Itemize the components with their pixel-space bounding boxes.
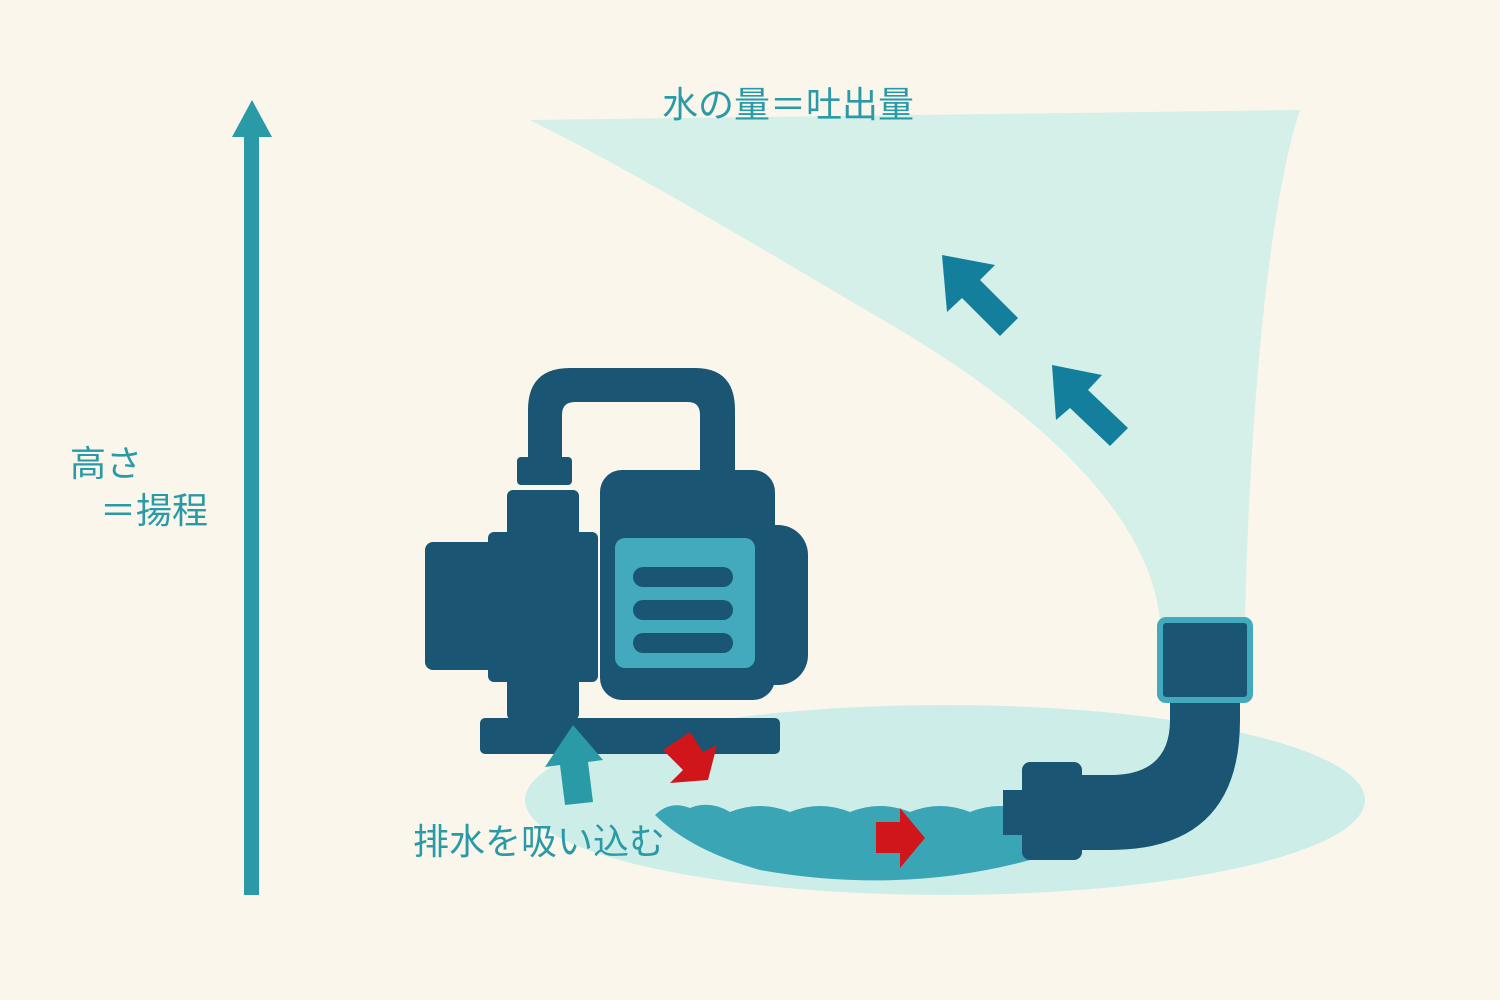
discharge-plume <box>530 110 1300 620</box>
suction-label: 排水を吸い込む <box>413 822 666 863</box>
height-label-line2: ＝揚程 <box>100 491 209 532</box>
red-arrow-right <box>876 808 925 868</box>
height-arrow <box>232 100 272 895</box>
pump-icon <box>425 368 808 754</box>
height-label-line1: 高さ <box>70 444 143 485</box>
suction-hose-icon <box>1003 617 1253 860</box>
flow-arrow-lower <box>1052 365 1128 446</box>
water-surface <box>655 804 1030 881</box>
flow-arrow-upper <box>942 255 1018 336</box>
red-arrow-down <box>663 732 717 783</box>
flow-label: 水の量＝吐出量 <box>662 85 915 126</box>
suction-arrow <box>545 725 603 805</box>
